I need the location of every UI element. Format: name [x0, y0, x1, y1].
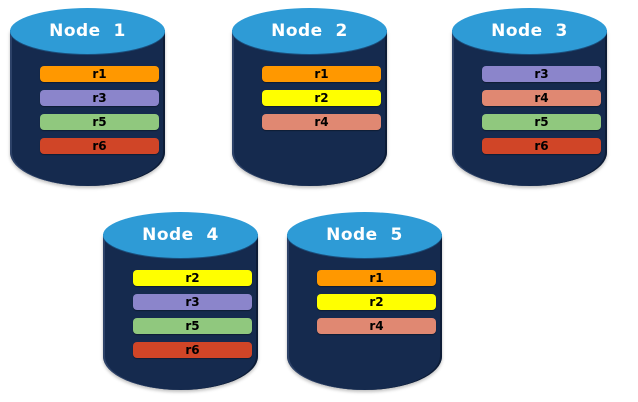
replica-bar[interactable]: r2 — [262, 90, 381, 106]
replica-list: r1 r3 r5 r6 — [40, 66, 159, 154]
replica-list: r1 r2 r4 — [317, 270, 436, 334]
replica-bar[interactable]: r5 — [133, 318, 252, 334]
cylinder-top-ellipse — [287, 212, 442, 258]
replica-bar[interactable]: r5 — [40, 114, 159, 130]
replica-list: r2 r3 r5 r6 — [133, 270, 252, 358]
database-cylinder-1[interactable]: Node 1 r1 r3 r5 r6 — [10, 8, 165, 186]
replica-bar[interactable]: r2 — [133, 270, 252, 286]
replica-bar[interactable]: r6 — [133, 342, 252, 358]
replica-bar[interactable]: r3 — [482, 66, 601, 82]
cylinder-top-ellipse — [103, 212, 258, 258]
replica-list: r1 r2 r4 — [262, 66, 381, 130]
replica-bar[interactable]: r3 — [133, 294, 252, 310]
database-cylinder-5[interactable]: Node 5 r1 r2 r4 — [287, 212, 442, 390]
database-cylinder-2[interactable]: Node 2 r1 r2 r4 — [232, 8, 387, 186]
cylinder-body — [232, 30, 387, 186]
replica-bar[interactable]: r4 — [317, 318, 436, 334]
cylinder-body — [103, 234, 258, 390]
replica-bar[interactable]: r5 — [482, 114, 601, 130]
replica-bar[interactable]: r4 — [262, 114, 381, 130]
cylinder-body — [452, 30, 607, 186]
cylinder-top-ellipse — [10, 8, 165, 54]
replica-bar[interactable]: r1 — [317, 270, 436, 286]
database-cylinder-3[interactable]: Node 3 r3 r4 r5 r6 — [452, 8, 607, 186]
node-label: Node 2 — [271, 21, 348, 41]
database-cylinder-4[interactable]: Node 4 r2 r3 r5 r6 — [103, 212, 258, 390]
replica-bar[interactable]: r1 — [40, 66, 159, 82]
replica-bar[interactable]: r6 — [40, 138, 159, 154]
node-label: Node 3 — [491, 21, 568, 41]
replica-bar[interactable]: r1 — [262, 66, 381, 82]
cylinder-body — [10, 30, 165, 186]
replica-bar[interactable]: r2 — [317, 294, 436, 310]
cylinder-top-ellipse — [452, 8, 607, 54]
replica-bar[interactable]: r3 — [40, 90, 159, 106]
cylinder-top-ellipse — [232, 8, 387, 54]
node-label: Node 1 — [49, 21, 126, 41]
replica-bar[interactable]: r6 — [482, 138, 601, 154]
node-label: Node 4 — [142, 225, 219, 245]
replica-bar[interactable]: r4 — [482, 90, 601, 106]
replica-list: r3 r4 r5 r6 — [482, 66, 601, 154]
cylinder-body — [287, 234, 442, 390]
node-label: Node 5 — [326, 225, 403, 245]
